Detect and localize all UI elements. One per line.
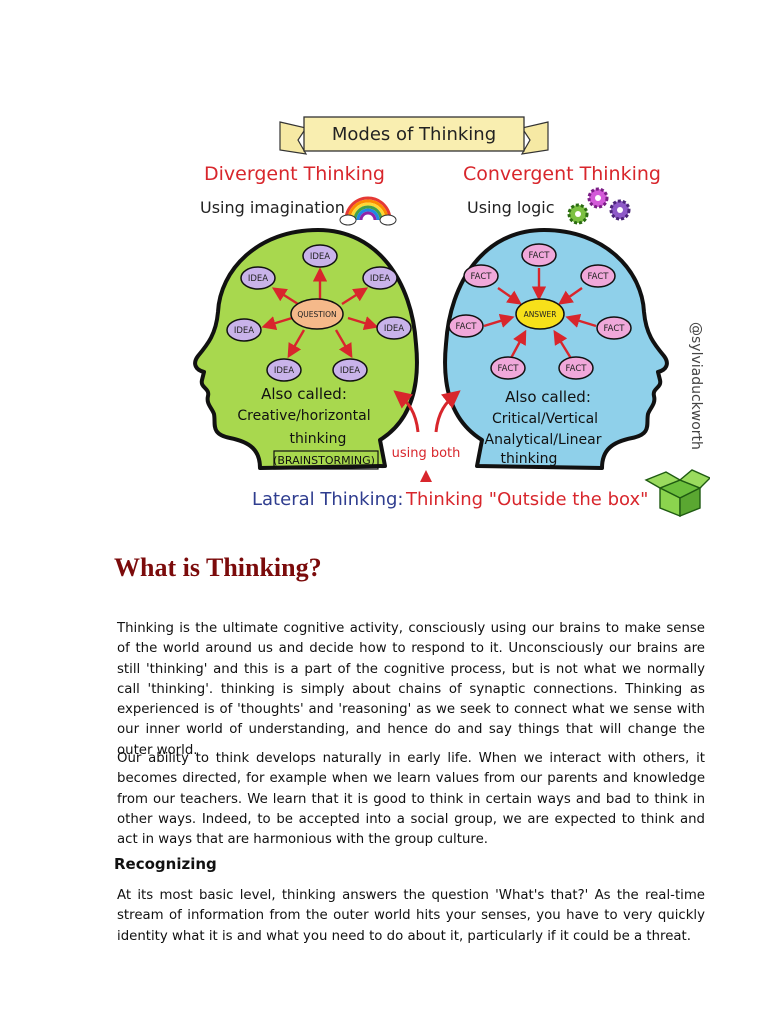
divergent-line1: Creative/horizontal: [237, 408, 370, 424]
banner-title: Modes of Thinking: [332, 124, 496, 145]
divergent-idea-nodes: IDEA IDEA IDEA IDEA IDEA IDEA IDEA QUEST…: [226, 244, 412, 382]
modes-of-thinking-illustration: Modes of Thinking Divergent Thinking Usi…: [193, 116, 710, 518]
convergent-fact-nodes: FACT FACT FACT FACT FACT FACT FACT ANSWE…: [448, 243, 632, 380]
also-called-label: Also called:: [261, 385, 347, 403]
convergent-line1: Critical/Vertical: [492, 411, 598, 427]
idea-node-label: IDEA: [340, 366, 360, 376]
lateral-thinking-label: Lateral Thinking:: [252, 489, 403, 510]
fact-node-label: FACT: [498, 364, 520, 374]
convergent-arrows: [483, 268, 597, 361]
divergent-line2: thinking: [290, 431, 347, 447]
idea-node-label: IDEA: [384, 324, 404, 334]
question-node-label: QUESTION: [297, 310, 336, 319]
using-both-arrows: [393, 390, 461, 433]
idea-node-label: IDEA: [234, 326, 254, 336]
idea-node-label: IDEA: [310, 252, 330, 262]
gears-icon: [567, 187, 631, 225]
convergent-title: Convergent Thinking: [463, 163, 661, 185]
fact-node-label: FACT: [471, 272, 493, 282]
divergent-line3: (BRAINSTORMING): [273, 454, 375, 467]
divergent-title: Divergent Thinking: [204, 163, 385, 185]
open-box-icon: [644, 469, 710, 518]
fact-node-label: FACT: [529, 251, 551, 261]
divergent-also-called: Also called: Creative/horizontal thinkin…: [237, 385, 375, 467]
fact-node-label: FACT: [604, 324, 626, 334]
up-arrow-icon: [420, 470, 432, 482]
lateral-thinking-text: Thinking "Outside the box": [405, 489, 648, 510]
idea-node-label: IDEA: [274, 366, 294, 376]
divergent-arrows: [261, 267, 379, 359]
fact-node-label: FACT: [456, 322, 478, 332]
paragraph-intro: Thinking is the ultimate cognitive activ…: [117, 621, 705, 758]
convergent-line2: Analytical/Linear: [485, 432, 602, 448]
page-heading: What is Thinking?: [114, 553, 322, 582]
title-banner: Modes of Thinking: [279, 116, 549, 155]
fact-node-label: FACT: [588, 272, 610, 282]
answer-node-label: ANSWER: [524, 310, 557, 319]
using-both-label: using both: [392, 446, 461, 461]
rainbow-icon: [339, 196, 397, 226]
fact-node-label: FACT: [566, 364, 588, 374]
divergent-subtitle: Using imagination: [200, 198, 345, 217]
idea-node-label: IDEA: [370, 274, 390, 284]
convergent-also-called: Also called: Critical/Vertical Analytica…: [485, 388, 602, 467]
artist-credit: @sylviaduckworth: [688, 322, 704, 450]
convergent-line3: thinking: [501, 451, 558, 467]
also-called-label: Also called:: [505, 388, 591, 406]
idea-node-label: IDEA: [248, 274, 268, 284]
convergent-subtitle: Using logic: [467, 198, 555, 217]
paragraph-recognizing: At its most basic level, thinking answer…: [117, 888, 705, 944]
section-heading-recognizing: Recognizing: [114, 855, 217, 873]
paragraph-development: Our ability to think develops naturally …: [117, 751, 705, 848]
